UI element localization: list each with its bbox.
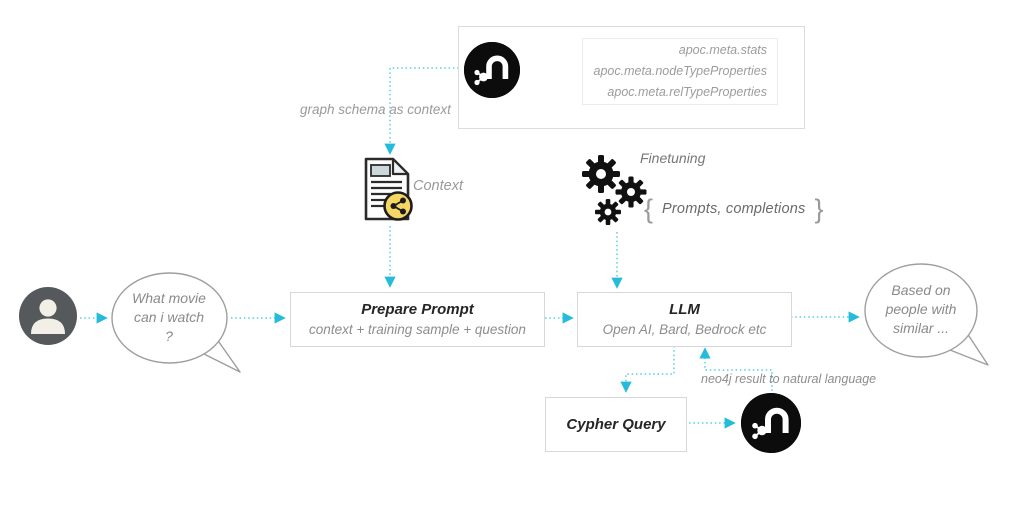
neo4j-logo-icon [464,42,520,98]
llm-subtitle: Open AI, Bard, Bedrock etc [602,322,767,337]
prepare-prompt-title: Prepare Prompt [361,301,474,318]
brace-close: } [814,194,824,224]
finetuning-label: Finetuning [640,150,706,166]
neo4j-result-label: neo4j result to natural language [701,372,877,386]
prompts-completions-text: Prompts, completions [662,201,806,217]
answer-bubble [858,258,998,373]
question-line: ? [165,328,173,344]
prepare-prompt-subtitle: context + training sample + question [309,322,526,337]
apoc-line: apoc.meta.nodeTypeProperties [593,64,767,78]
user-avatar-icon [19,287,77,345]
question-line: What movie [132,290,206,306]
question-line: can i watch [133,309,205,325]
neo4j-logo-icon [741,393,801,453]
graph-schema-label: graph schema as context [300,102,451,117]
question-bubble [105,268,245,378]
answer-line: people with [885,301,957,317]
answer-line: Based on [891,282,951,298]
llm-title: LLM [669,301,700,318]
apoc-line: apoc.meta.relTypeProperties [607,85,767,99]
document-share-icon [361,156,415,224]
answer-bubble-text: Based on people with similar ... [870,281,972,338]
llm-node: LLM Open AI, Bard, Bedrock etc [577,292,792,347]
brace-open: { [644,194,654,224]
question-bubble-text: What movie can i watch ? [119,289,219,346]
prepare-prompt-node: Prepare Prompt context + training sample… [290,292,545,347]
context-label: Context [413,178,463,194]
cypher-query-title: Cypher Query [566,415,666,433]
prompts-completions-label: { Prompts, completions } [644,194,823,224]
answer-line: similar ... [893,320,949,336]
cypher-query-node: Cypher Query [545,397,687,452]
gears-icon [576,148,656,232]
apoc-procedures-panel: apoc.meta.stats apoc.meta.nodeTypeProper… [582,38,778,105]
apoc-line: apoc.meta.stats [678,43,767,57]
arrow-llm-to-cypher [620,346,675,393]
